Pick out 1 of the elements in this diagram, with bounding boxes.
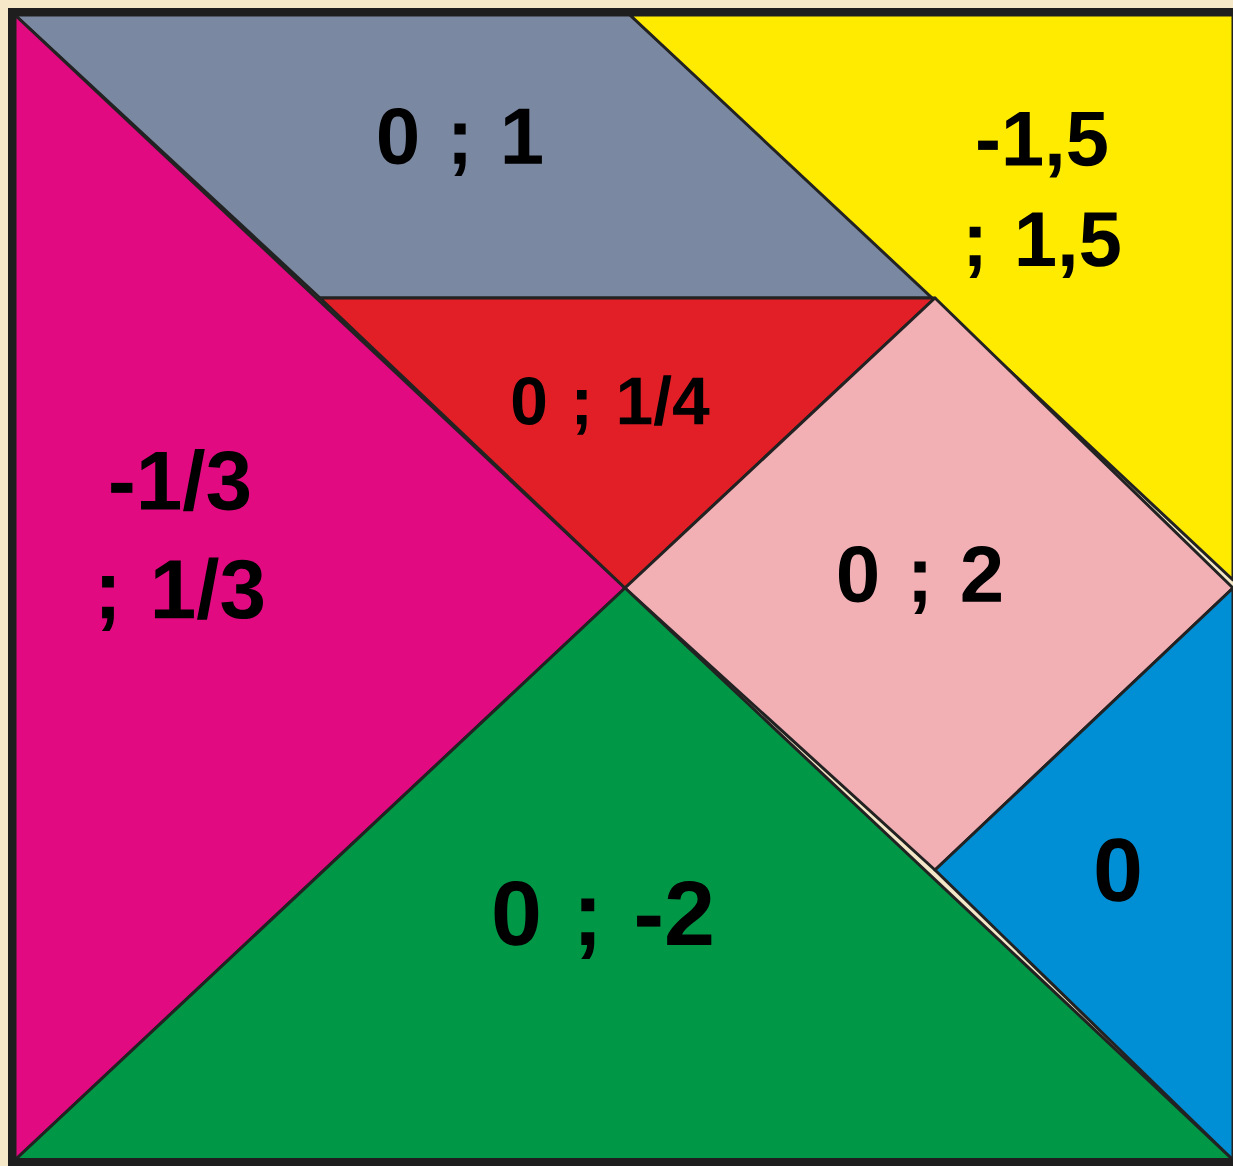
tangram-piece: 0 ; 1 <box>13 13 937 300</box>
